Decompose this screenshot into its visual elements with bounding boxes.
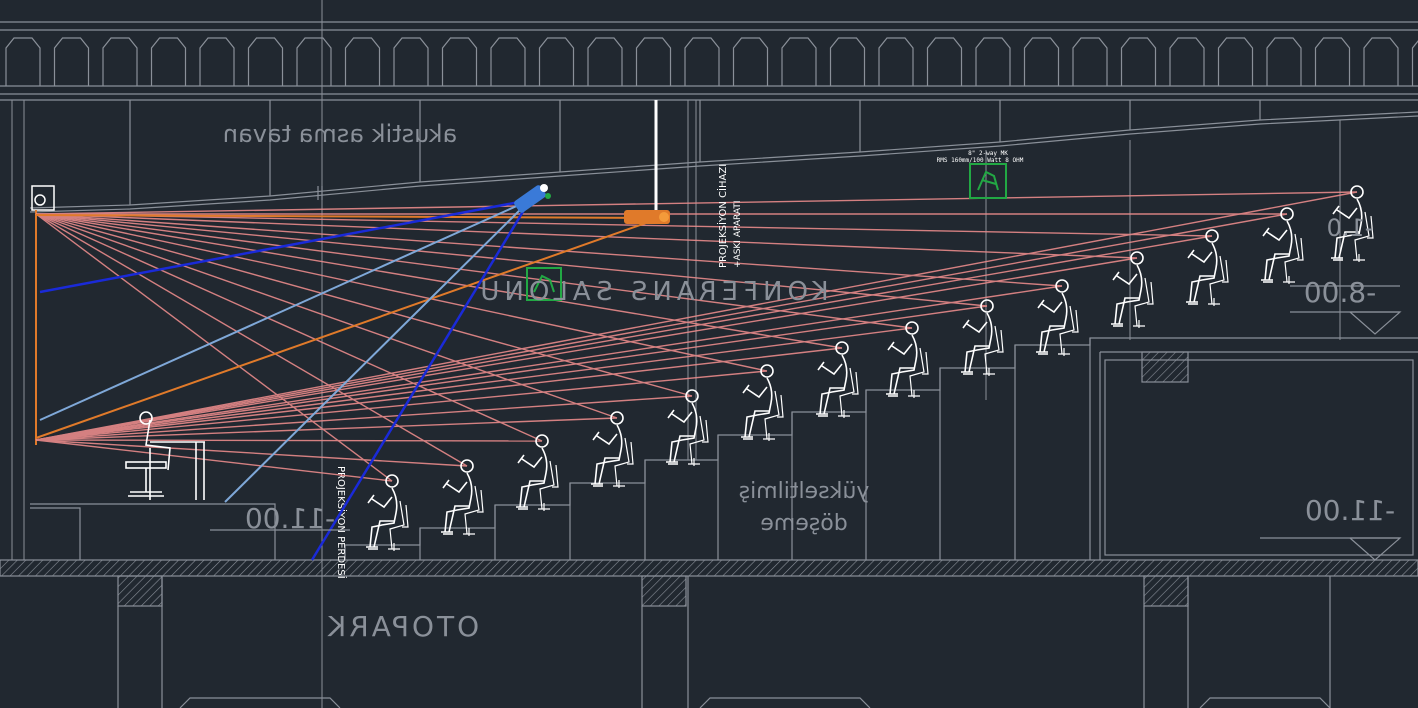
sightline: [35, 213, 1288, 441]
screen-label: PROJEKSİYON PERDESİ: [335, 466, 348, 579]
seated-person-icon: [365, 474, 409, 552]
level-right: -11.00: [1305, 494, 1395, 527]
seated-person-icon: [815, 341, 859, 419]
seated-person-icon: [885, 321, 929, 399]
sightline: [35, 213, 618, 419]
ceiling-label: akustik asma tavan: [223, 120, 457, 148]
sightline: [35, 213, 1138, 259]
sightline: [35, 213, 843, 349]
ceiling-panel: [1314, 37, 1351, 86]
seated-person-icon: [590, 411, 634, 489]
ceiling-panel: [150, 37, 187, 86]
ceiling-panel: [1072, 37, 1108, 86]
sightline: [35, 213, 1063, 287]
ceiling-band: [0, 21, 1418, 101]
ceiling-panel: [538, 37, 575, 86]
screen-icon: PROJEKSİYON PERDESİ: [31, 185, 348, 579]
sightlines: [35, 191, 1358, 482]
sightline: [35, 285, 1063, 441]
seated-person-icon: [960, 299, 1004, 377]
ceiling-panel: [1217, 37, 1254, 86]
ceiling-panel: [829, 37, 866, 86]
speaker-spec-1: 8" 2-way MK: [968, 150, 1008, 157]
projector-icon: [624, 100, 670, 224]
seated-person-icon: [515, 434, 559, 512]
sightline: [35, 235, 1213, 441]
sightline: [35, 213, 768, 372]
ceiling-panel: [393, 37, 429, 86]
ceiling-panel: [781, 37, 817, 86]
hall-label: KONFERANS SALONU: [475, 277, 828, 307]
ceiling-panel: [1169, 37, 1205, 86]
sightline: [35, 305, 988, 441]
speaker-spec-2: RMS 160mm/100 Watt 8 OHM: [937, 157, 1024, 164]
seated-person-icon: [1110, 251, 1154, 329]
ceiling-panel: [1266, 37, 1302, 86]
ceiling-panel: [684, 37, 720, 86]
ceiling-panel: [102, 37, 138, 86]
seated-person-icon: [665, 389, 709, 467]
projector-label: PROJEKSİYON CİHAZI: [716, 164, 729, 268]
raised-floor-label-2: döşeme: [760, 511, 847, 536]
projector-sublabel: +ASKI APARATI: [733, 201, 743, 269]
sightline: [35, 439, 393, 482]
sightline: [35, 395, 693, 441]
projection-beams: [35, 198, 661, 561]
ceiling-panel: [732, 37, 769, 86]
level-top-right: -1.0: [1327, 214, 1374, 242]
seated-person-icon: [740, 364, 784, 442]
speaker-icon: [526, 267, 562, 301]
ceiling-panel: [1363, 37, 1399, 86]
ceiling-panel: [587, 37, 623, 86]
desk-chair-icon: [125, 411, 205, 500]
sightline: [35, 347, 843, 441]
raised-floor-label-1: yükseltilmiş: [739, 479, 870, 504]
ceiling-panel: [296, 37, 332, 86]
ceiling-panel: [1120, 37, 1157, 86]
suspended-ceiling: [29, 100, 1418, 213]
sightline: [35, 327, 913, 441]
sightline: [35, 191, 1358, 441]
ceiling-panel: [926, 37, 963, 86]
ceiling-panel: [635, 37, 672, 86]
sightline: [35, 417, 618, 441]
ceiling-panel: [441, 37, 478, 86]
ceiling-panel: [1411, 40, 1418, 86]
ceiling-panel: [53, 37, 90, 86]
stepped-floor: [30, 337, 1418, 561]
parking-label: OTOPARK: [325, 610, 479, 643]
camera-icon: [514, 184, 551, 213]
ceiling-panel: [975, 37, 1011, 86]
sightline: [35, 257, 1138, 441]
ceiling-panel: [878, 37, 914, 86]
sightline: [35, 213, 913, 329]
seated-person-icon: [1260, 207, 1304, 285]
seated-person-icon: [440, 459, 484, 537]
ceiling-panel: [5, 37, 41, 86]
sightline: [35, 213, 1213, 237]
sightline: [35, 191, 1358, 215]
sightline: [35, 213, 393, 482]
level-mid-right: -8.00: [1304, 276, 1376, 309]
slab: [0, 559, 1418, 708]
ceiling-panel: [247, 37, 284, 86]
labels: akustik asma tavan KONFERANS SALONU PROJ…: [210, 120, 1402, 643]
sightline: [35, 213, 543, 442]
ceiling-panel: [344, 37, 381, 86]
seated-person-icon: [1185, 229, 1229, 307]
level-markers: [210, 285, 1402, 561]
sightline: [35, 439, 468, 467]
sightline: [35, 370, 768, 441]
ceiling-panel: [490, 37, 526, 86]
ceiling-panel: [199, 37, 235, 86]
ceiling-panel: [1023, 37, 1060, 86]
sightline: [35, 213, 693, 397]
speaker-icon: 8" 2-way MK RMS 160mm/100 Watt 8 OHM: [937, 150, 1024, 199]
sightline: [35, 439, 543, 442]
